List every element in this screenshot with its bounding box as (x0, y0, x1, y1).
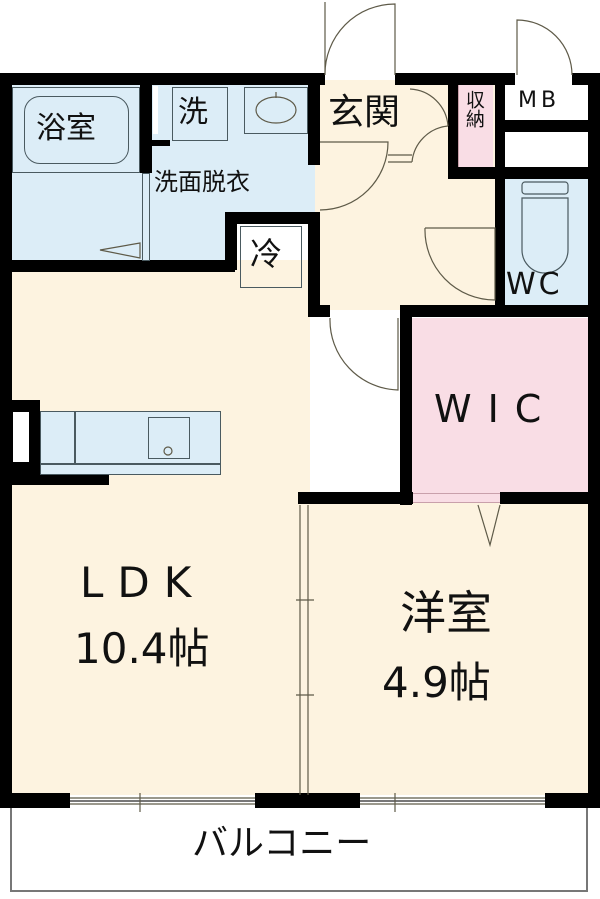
washroom-label: 洗面脱衣 (154, 168, 250, 196)
wic-floor (410, 318, 588, 498)
washer-space (172, 87, 228, 141)
wic-door-opening (413, 493, 500, 503)
wall-wic-left (400, 305, 412, 505)
wall-wic-bottom-right (500, 492, 600, 504)
fridge-space (240, 226, 302, 288)
ldk-floor (10, 260, 310, 795)
wall-bottom-left (0, 793, 70, 808)
wall-washroom-right (308, 85, 320, 165)
wall-right (588, 73, 600, 808)
entrance-door-icon (324, 2, 396, 76)
wc-door-icon (424, 227, 496, 301)
wall-washer-corner (150, 140, 170, 146)
wall-top-left (0, 73, 325, 85)
sink-drain-icon (163, 446, 173, 456)
kitchen-window (13, 412, 29, 462)
sliding-door-icon (296, 505, 314, 795)
washer-label: 洗 (178, 95, 208, 130)
bathtub (12, 87, 140, 173)
wall-left (0, 73, 12, 808)
western-room-floor (305, 500, 588, 795)
bath-window-slot (153, 86, 158, 134)
wic-label: WIC (434, 387, 558, 431)
wall-mb-divider (495, 120, 600, 132)
toilet-label: WC (506, 267, 563, 302)
entrance-label: 玄関 (328, 92, 401, 133)
wall-storage-left (448, 85, 458, 175)
wall-storage-bottom (448, 167, 598, 179)
wall-bottom-right (545, 793, 600, 808)
wall-mb-left (495, 85, 505, 310)
ldk-label: LDK (80, 558, 206, 607)
bathroom-label: 浴室 (36, 111, 96, 146)
storage-label: 収納 (462, 90, 485, 128)
storage-floor (458, 85, 493, 167)
washbasin-counter (244, 87, 308, 134)
wall-hall-bottom (308, 305, 330, 317)
kitchen-sink (148, 417, 190, 459)
wall-washroom-step (225, 212, 237, 270)
toilet-icon (521, 181, 569, 274)
ldk-door-icon (329, 317, 399, 391)
wall-wc-bottom (400, 305, 600, 317)
wall-bath-bottom (0, 260, 235, 272)
wall-entrance-vertical (308, 212, 320, 312)
mb-door-icon (516, 19, 573, 76)
fridge-label: 冷 (250, 235, 283, 273)
ldk-window-icon (70, 793, 255, 812)
meter-box-floor (505, 84, 588, 119)
ldk-size: 10.4帖 (74, 624, 210, 673)
bath-label-frame (24, 96, 129, 164)
washbasin-icon (255, 96, 297, 124)
western-room-size: 4.9帖 (382, 658, 491, 707)
balcony-label: バルコニー (192, 823, 372, 864)
wall-bottom-mid (255, 793, 360, 808)
western-room-label: 洋室 (400, 586, 492, 640)
wall-bath-divider (140, 85, 152, 173)
meter-box-label: MB (518, 88, 561, 113)
meter-box-lower (505, 130, 588, 166)
washroom-lower-floor (150, 210, 225, 262)
wall-washroom-step-top (225, 212, 320, 224)
wall-wic-bottom-left (298, 492, 413, 504)
kitchen-counter-divider (74, 411, 76, 464)
wall-top-mid (395, 73, 515, 85)
washroom-partition (142, 173, 150, 261)
room-window-icon (360, 793, 545, 812)
kitchen-counter-edge (40, 463, 221, 465)
wall-kitchen-bottom (12, 475, 109, 485)
washroom-floor (150, 82, 315, 212)
washroom-door-icon (319, 141, 389, 211)
